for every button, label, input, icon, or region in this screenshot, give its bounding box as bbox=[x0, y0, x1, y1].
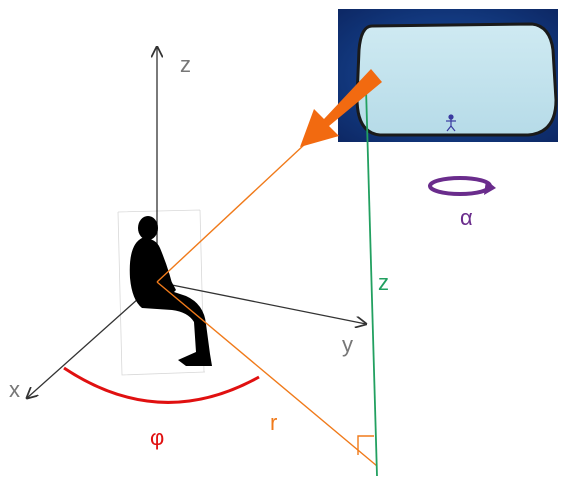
coordinate-axes bbox=[27, 47, 366, 398]
direction-arrow bbox=[300, 69, 382, 147]
screen-surface bbox=[355, 22, 558, 137]
right-angle-marker bbox=[357, 435, 374, 455]
alpha-rotation-label: α bbox=[460, 205, 473, 230]
x-axis-label: x bbox=[9, 377, 20, 402]
y-axis bbox=[156, 281, 366, 324]
seated-person-silhouette bbox=[129, 216, 212, 366]
rotation-icon bbox=[428, 176, 496, 196]
r-distance-label: r bbox=[270, 410, 277, 435]
x-axis bbox=[27, 281, 158, 398]
screen-photo bbox=[338, 9, 558, 142]
tiny-person-icon bbox=[446, 114, 456, 132]
r-line bbox=[156, 281, 378, 467]
z-distance-label: z bbox=[378, 270, 389, 295]
z-axis-label: z bbox=[180, 52, 191, 77]
phi-angle-label: φ bbox=[150, 425, 164, 450]
phi-arc bbox=[63, 366, 260, 404]
y-axis-label: y bbox=[342, 332, 353, 357]
viewing-ray bbox=[156, 143, 306, 283]
z-distance-line bbox=[365, 87, 378, 477]
